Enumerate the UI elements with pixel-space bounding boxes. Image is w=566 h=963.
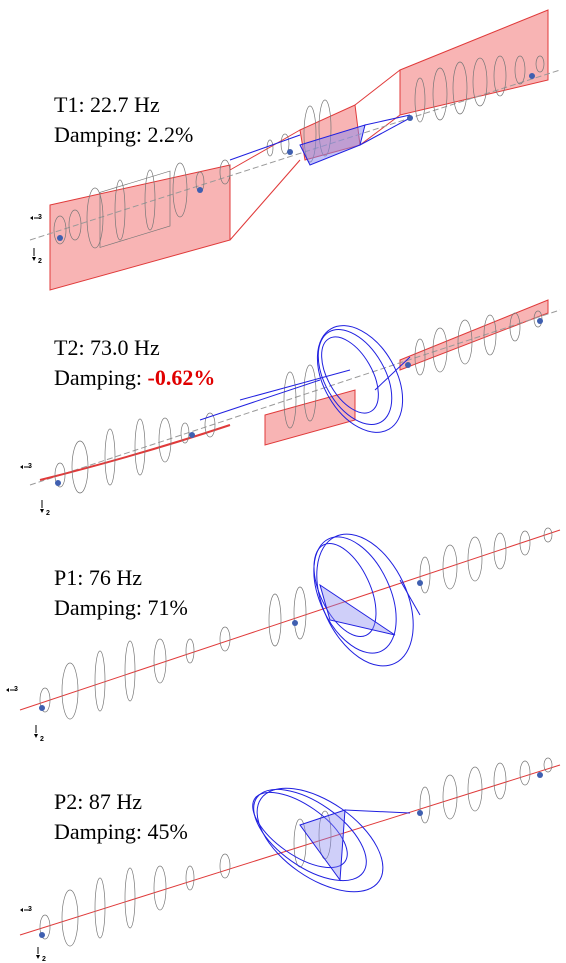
mode-shape-fill-middle [264,389,356,446]
axis-label-2: 2 [38,258,42,265]
axis-triad: 3 2 [20,906,46,963]
mode-panel-p1: 3 2 P1: 76 Hz Damping: 71% [0,525,566,750]
rotor-mode-shape-t1: 3 2 [29,9,561,291]
mode-label-t1: T1: 22.7 Hz Damping: 2.2% [54,90,193,150]
bearings [57,73,535,241]
rotor-mode-shape-p1: 3 2 [6,527,561,743]
mode-panel-p2: 3 2 P2: 87 Hz Damping: 45% [0,755,566,963]
damping-value: 45% [147,819,188,844]
axis-label-2: 2 [42,956,46,963]
whirl-orbits [199,325,411,433]
rotor-centerline [19,764,561,936]
mode-panel-t1: 3 2 T1: 22.7 Hz Damping: 2.2% [0,0,566,300]
damping-text: Damping: 45% [54,819,188,844]
rotor-mode-shape-t2: 3 2 [20,299,561,517]
mode-shape-fill-right [399,9,549,116]
mode-label-t2: T2: 73.0 Hz Damping: -0.62% [54,333,215,393]
axis-label-3: 3 [28,463,32,470]
damping-text: Damping: -0.62% [54,365,216,390]
frequency-text: P1: 76 Hz [54,565,142,590]
whirl-orbits [252,787,411,893]
rotor-mode-shape-p2: 3 2 [19,757,561,963]
axis-triad: 3 2 [20,463,50,517]
damping-text: Damping: 71% [54,595,188,620]
axis-label-3: 3 [38,214,42,221]
rotor-centerline [29,69,561,241]
mode-shape-fill-right [399,299,549,371]
axis-label-2: 2 [40,736,44,743]
bearings [39,580,423,711]
frequency-text: T1: 22.7 Hz [54,92,160,117]
axis-label-3: 3 [14,686,18,693]
rotor-wireframe [39,527,553,720]
rotor-wireframe [53,55,545,249]
bearings [55,318,543,486]
bearings [39,772,543,938]
damping-value-negative: -0.62% [147,365,216,390]
axis-label-3: 3 [28,906,32,913]
axis-triad: 3 2 [6,686,44,743]
whirl-orbits [229,114,411,166]
axis-label-2: 2 [46,510,50,517]
damping-value: 2.2% [147,122,194,147]
frequency-text: P2: 87 Hz [54,789,142,814]
rotor-wireframe [39,757,553,947]
frequency-text: T2: 73.0 Hz [54,335,160,360]
mode-label-p2: P2: 87 Hz Damping: 45% [54,787,188,847]
rotor-centerline [29,309,561,486]
damping-value: 71% [147,595,188,620]
axis-triad: 3 2 [30,214,42,265]
mode-label-p1: P1: 76 Hz Damping: 71% [54,563,188,623]
rotor-centerline [19,529,561,711]
mode-shape-fill-left [49,164,231,291]
mode-panel-t2: 3 2 T2: 73.0 Hz Damping: -0.62% [0,295,566,530]
whirl-orbits [313,533,421,667]
damping-text: Damping: 2.2% [54,122,194,147]
rotor-wireframe [54,310,543,494]
